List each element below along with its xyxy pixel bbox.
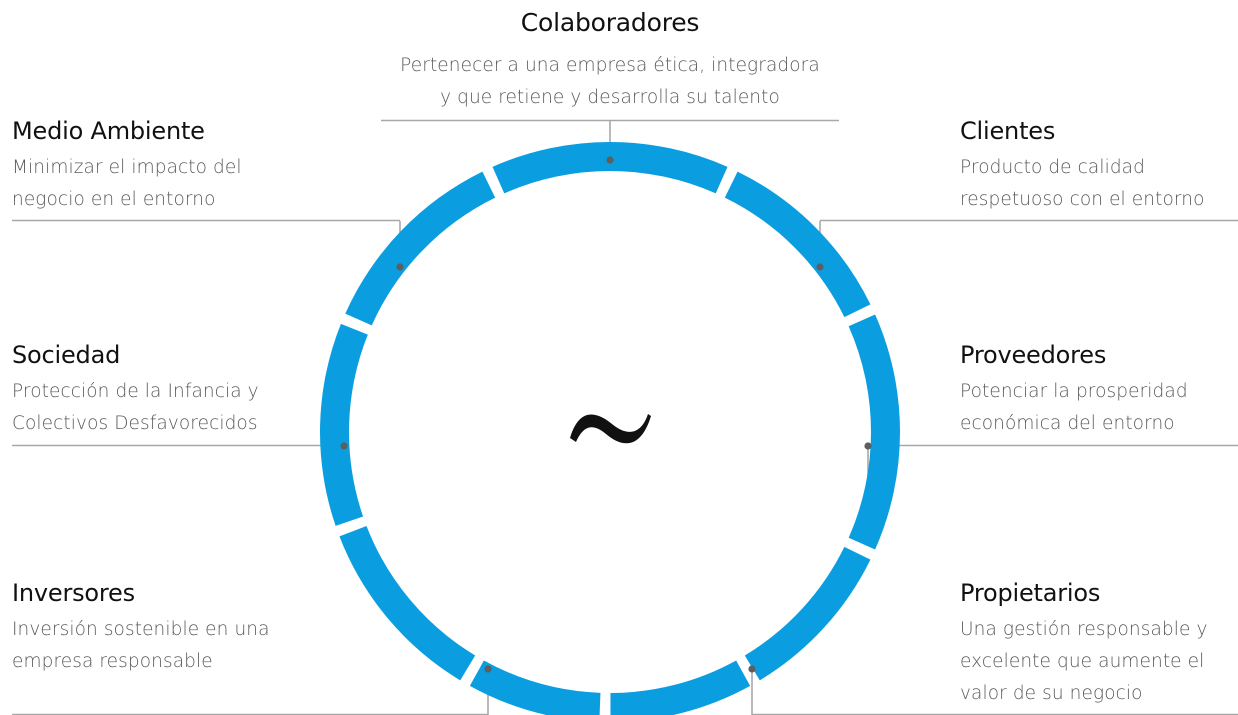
connector-dot bbox=[340, 442, 348, 450]
stakeholder-colaboradores: Colaboradores Pertenecer a una empresa é… bbox=[380, 8, 840, 114]
description-line: Colectivos Desfavorecidos bbox=[12, 413, 258, 434]
description-line: excelente que aumente el bbox=[960, 651, 1205, 672]
description-line: Pertenecer a una empresa ética, integrad… bbox=[400, 55, 820, 76]
ring-segment bbox=[339, 525, 476, 681]
stakeholder-title: Colaboradores bbox=[520, 8, 700, 37]
description-line: económica del entorno bbox=[960, 413, 1175, 434]
stakeholder-title: Proveedores bbox=[960, 341, 1107, 369]
description-line: Una gestión responsable y bbox=[960, 619, 1208, 640]
description-line: Minimizar el impacto del bbox=[12, 157, 242, 178]
stakeholder-description: Potenciar la prosperidad económica del e… bbox=[960, 376, 1188, 440]
ring-segment bbox=[492, 141, 728, 194]
connector-clientes bbox=[819, 219, 1238, 267]
connector-dot bbox=[484, 665, 492, 673]
connector-dot bbox=[606, 156, 614, 164]
description-line: Producto de calidad bbox=[960, 157, 1145, 178]
ring-segment bbox=[848, 314, 900, 550]
stakeholder-sociedad: Sociedad Protección de la Infancia y Col… bbox=[12, 340, 259, 440]
ring-segment bbox=[345, 171, 496, 326]
description-line: Potenciar la prosperidad bbox=[960, 381, 1188, 402]
stakeholder-clientes: Clientes Producto de calidad respetuoso … bbox=[960, 116, 1204, 216]
tilde-logo-icon bbox=[570, 414, 651, 444]
stakeholder-description: Producto de calidad respetuoso con el en… bbox=[960, 152, 1204, 216]
stakeholder-title: Clientes bbox=[960, 117, 1056, 145]
stakeholder-inversores: Inversores Inversión sostenible en una e… bbox=[12, 578, 270, 678]
description-line: Inversión sostenible en una bbox=[12, 619, 270, 640]
tilde-logo-icon-shape bbox=[570, 414, 651, 444]
connector-dot bbox=[748, 665, 756, 673]
stakeholder-title: Propietarios bbox=[960, 579, 1101, 607]
connector-medio-ambiente bbox=[12, 219, 401, 267]
stakeholder-medio-ambiente: Medio Ambiente Minimizar el impacto del … bbox=[12, 116, 242, 216]
ring-segment bbox=[469, 660, 601, 715]
description-line: y que retiene y desarrolla su talento bbox=[440, 87, 780, 108]
description-line: Protección de la Infancia y bbox=[12, 381, 259, 402]
description-line: respetuoso con el entorno bbox=[960, 189, 1205, 210]
ring-segment bbox=[744, 546, 871, 681]
description-line: negocio en el entorno bbox=[12, 189, 216, 210]
stakeholder-ring bbox=[320, 141, 900, 715]
stakeholder-title: Sociedad bbox=[12, 341, 121, 369]
connector-dot bbox=[396, 263, 404, 271]
connector-dot bbox=[816, 263, 824, 271]
stakeholder-description: Pertenecer a una empresa ética, integrad… bbox=[380, 50, 840, 114]
stakeholder-description: Minimizar el impacto del negocio en el e… bbox=[12, 152, 242, 216]
stakeholder-description: Protección de la Infancia y Colectivos D… bbox=[12, 376, 259, 440]
connector-proveedores bbox=[867, 444, 1238, 492]
connector-dots bbox=[340, 156, 872, 673]
stakeholder-title: Medio Ambiente bbox=[12, 117, 205, 145]
description-line: empresa responsable bbox=[12, 651, 213, 672]
connector-dot bbox=[864, 442, 872, 450]
connector-sociedad bbox=[12, 444, 345, 492]
stakeholder-title: Inversores bbox=[12, 579, 135, 607]
stakeholder-proveedores: Proveedores Potenciar la prosperidad eco… bbox=[960, 340, 1188, 440]
ring-segment bbox=[610, 660, 751, 715]
stakeholder-description: Inversión sostenible en una empresa resp… bbox=[12, 614, 270, 678]
description-line: valor de su negocio bbox=[960, 683, 1143, 704]
stakeholder-description: Una gestión responsable y excelente que … bbox=[960, 614, 1208, 710]
ring-segment bbox=[320, 323, 368, 526]
stakeholder-propietarios: Propietarios Una gestión responsable y e… bbox=[960, 578, 1208, 710]
ring-segment bbox=[724, 171, 871, 318]
